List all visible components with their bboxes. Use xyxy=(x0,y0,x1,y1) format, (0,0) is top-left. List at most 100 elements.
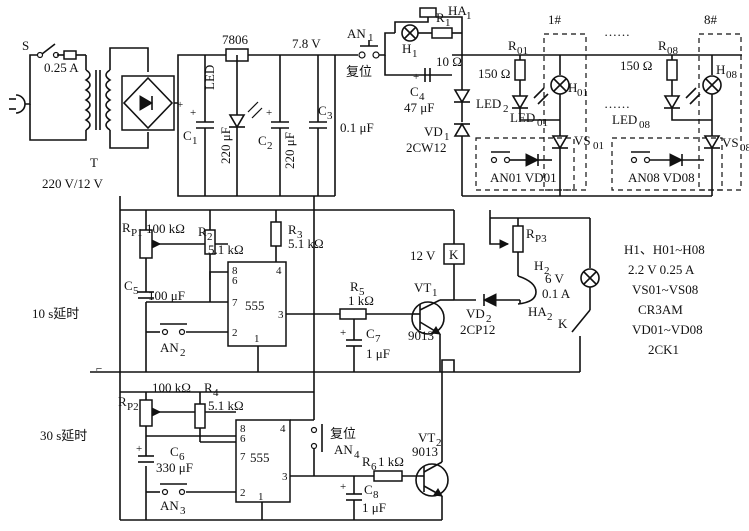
channel-dots-top: …… xyxy=(604,24,630,39)
c1-value: 220 μF xyxy=(218,127,233,164)
h01-sub: 01 xyxy=(577,87,588,99)
fuse xyxy=(63,50,77,60)
channel-dots-mid: …… xyxy=(604,96,630,111)
ic1-pin4: 4 xyxy=(276,265,282,277)
r08-label: R xyxy=(658,38,667,53)
button-an2 xyxy=(160,323,187,336)
note-5: VD01~VD08 xyxy=(632,322,703,337)
r2-sub: 2 xyxy=(207,231,213,243)
switch-s-label: S xyxy=(22,38,29,53)
r3-sub: 3 xyxy=(297,229,303,241)
r5-sub: 5 xyxy=(359,286,365,298)
channel-8-mark: 8# xyxy=(704,12,718,27)
r1-sub: 1 xyxy=(445,17,451,29)
potentiometer-rp3 xyxy=(489,210,524,276)
button-an3 xyxy=(160,483,187,496)
capacitor-c1 xyxy=(196,55,214,196)
h08-sub: 08 xyxy=(726,69,738,81)
c8-plus: + xyxy=(340,481,346,493)
capacitor-c5 xyxy=(138,291,154,299)
led2-label: LED xyxy=(476,96,501,111)
c8-sub: 8 xyxy=(373,489,379,501)
h1-sub: 1 xyxy=(412,48,418,60)
an08-vd08-box xyxy=(611,137,723,191)
transformer-label: T xyxy=(90,155,98,170)
note-4: CR3AM xyxy=(638,302,683,317)
r6-sub: 6 xyxy=(371,461,377,473)
ic1-pin8: 8 xyxy=(232,265,238,277)
h01-label: H xyxy=(568,80,577,95)
ic2-pin2: 2 xyxy=(240,487,246,499)
an4-reset-label: 复位 xyxy=(330,426,356,441)
vt2-sub: 2 xyxy=(436,437,442,449)
c7-label: C xyxy=(366,326,375,341)
supply-rails xyxy=(174,54,358,197)
note-1: H1、H01~H08 xyxy=(624,242,705,257)
r6-label: R xyxy=(362,454,371,469)
rp2-label: R xyxy=(118,394,127,409)
r3-label: R xyxy=(288,222,297,237)
lamp-h2 xyxy=(452,217,600,373)
bridge-rectifier xyxy=(121,75,175,131)
c6-label: C xyxy=(170,444,179,459)
c4-value: 47 μF xyxy=(404,100,434,115)
rp1-sub: P1 xyxy=(131,227,143,239)
bus-an1 xyxy=(379,32,395,56)
c5-label: C xyxy=(124,278,133,293)
r08-value: 150 Ω xyxy=(620,58,652,73)
resistor-r5 xyxy=(339,308,367,320)
ic2-name: 555 xyxy=(250,450,270,465)
an2-label: AN xyxy=(160,340,179,355)
relay-voltage: 12 V xyxy=(410,248,436,263)
c8-label: C xyxy=(364,482,373,497)
an08-vd08 xyxy=(630,151,704,167)
r01-label: R xyxy=(508,38,517,53)
vt1-part: 9013 xyxy=(408,328,434,343)
led08-label: LED xyxy=(612,112,637,127)
rp2-sub: P2 xyxy=(127,401,139,413)
r2-value: 5.1 kΩ xyxy=(208,242,244,257)
led2-sub: 2 xyxy=(503,103,509,115)
rp1-label: R xyxy=(122,220,131,235)
r1-value: 10 Ω xyxy=(436,54,462,69)
vd2-label: VD xyxy=(466,306,485,321)
vs08-sub: 08 xyxy=(740,142,749,154)
transistor-vt2 xyxy=(415,359,455,520)
rp3-sub: P3 xyxy=(535,233,547,245)
an01-vd01 xyxy=(490,151,552,167)
c5-sub: 5 xyxy=(133,285,139,297)
c2-sub: 2 xyxy=(267,140,273,152)
regulator-label: 7806 xyxy=(222,32,249,47)
c1-plus: + xyxy=(190,107,196,119)
lamp-h1 xyxy=(401,24,419,42)
buzzer-ha1 xyxy=(394,7,463,33)
r5-label: R xyxy=(350,279,359,294)
vt2-part: 9013 xyxy=(412,444,438,459)
c5-value: 100 μF xyxy=(148,288,185,303)
note-3: VS01~VS08 xyxy=(632,282,698,297)
resistor-r4 xyxy=(194,403,206,429)
an4-label: AN xyxy=(334,442,353,457)
r3-value: 5.1 kΩ xyxy=(288,236,324,251)
relay-k-inner: K xyxy=(449,247,459,262)
led1-label: LED xyxy=(202,65,217,90)
mains-wiring xyxy=(25,54,87,141)
capacitor-c8 xyxy=(346,493,362,501)
ic2-pin4: 4 xyxy=(280,423,286,435)
capacitor-c4 xyxy=(424,68,431,82)
h08-label: H xyxy=(716,62,725,77)
c6-value: 330 μF xyxy=(156,460,193,475)
transformer-rating: 220 V/12 V xyxy=(42,176,104,191)
rp2-value: 100 kΩ xyxy=(152,380,191,395)
switch-s xyxy=(36,43,60,59)
an01-vd01-box xyxy=(475,137,575,191)
delay-30s: 30 s延时 xyxy=(40,428,87,443)
ic-555-30s xyxy=(235,419,291,503)
ic2-pin6: 6 xyxy=(240,433,246,445)
c3-label: C xyxy=(318,103,327,118)
fuse-rating-label: 0.25 A xyxy=(44,60,79,75)
vd2-part: 2CP12 xyxy=(460,322,495,337)
an1-label: AN xyxy=(347,26,366,41)
led01-label: LED xyxy=(510,110,535,125)
r4-sub: 4 xyxy=(213,387,219,399)
